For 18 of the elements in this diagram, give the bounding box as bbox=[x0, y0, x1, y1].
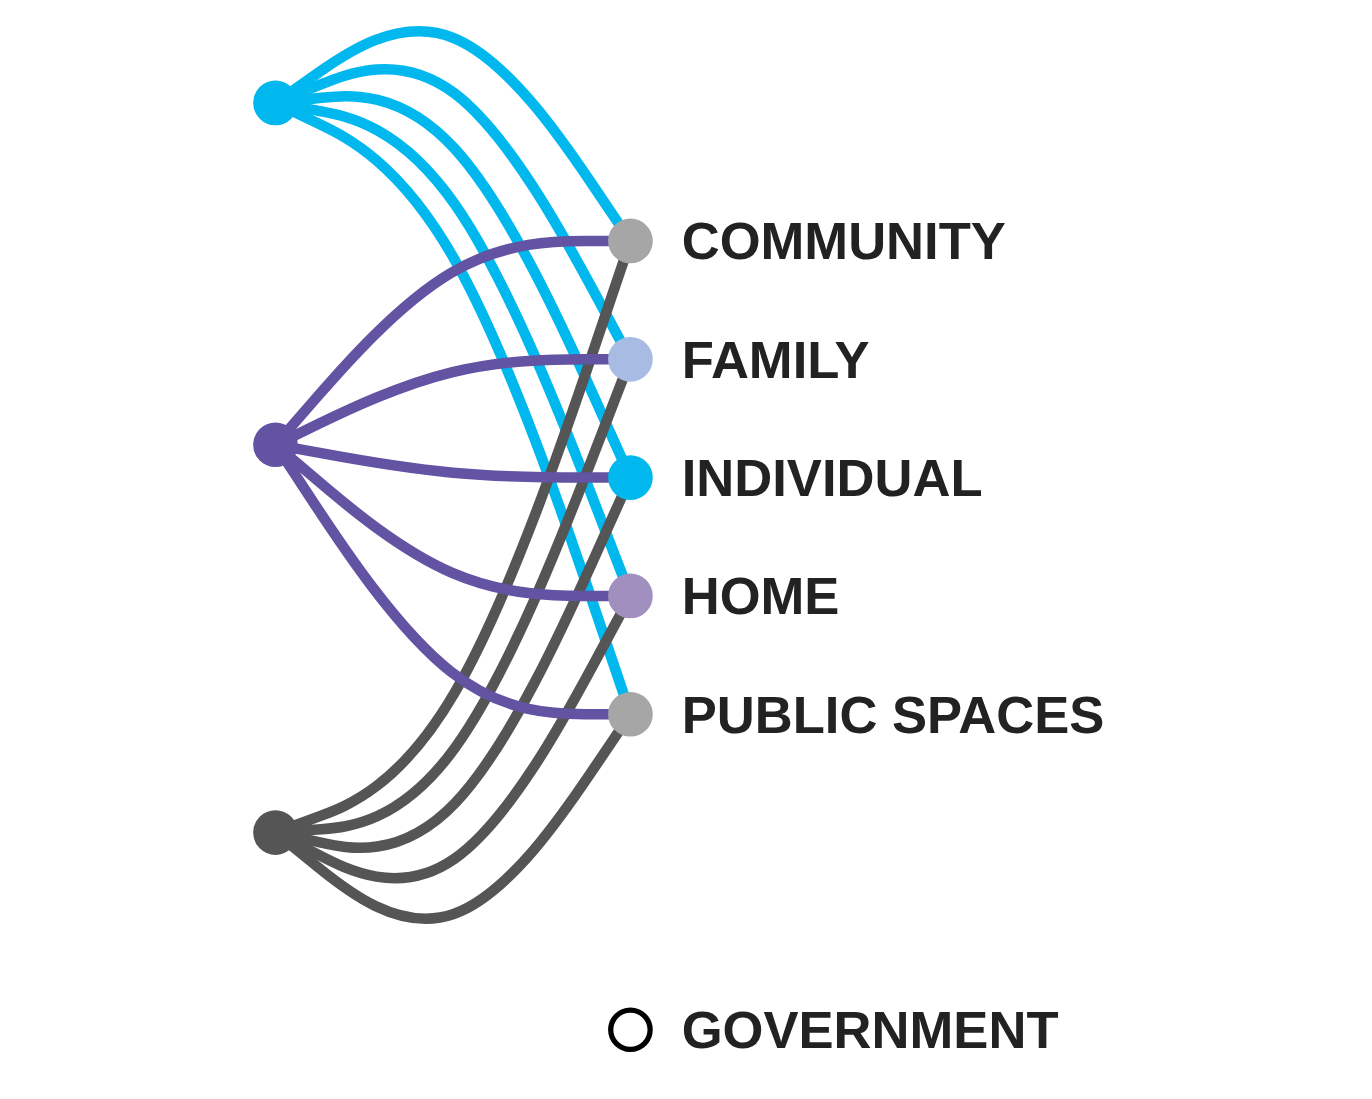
node-caption: GOVERNMENT bbox=[681, 1000, 1059, 1060]
node-circle bbox=[608, 691, 653, 737]
node-circle bbox=[608, 573, 653, 619]
node-circle bbox=[253, 80, 298, 126]
node-caption: FAMILY bbox=[681, 329, 870, 389]
connector bbox=[294, 375, 629, 837]
node-caption: PUBLIC SPACES bbox=[681, 684, 1105, 744]
node-caption: HOME bbox=[681, 566, 840, 626]
node-circle bbox=[253, 422, 298, 468]
node-circle bbox=[608, 336, 653, 382]
node-circle bbox=[253, 810, 298, 855]
node-circle bbox=[608, 218, 653, 264]
connector bbox=[288, 26, 624, 228]
node-caption: COMMUNITY bbox=[681, 211, 1006, 271]
node-circle bbox=[608, 1007, 653, 1053]
connector bbox=[287, 727, 624, 924]
node-circle bbox=[608, 455, 653, 500]
node-caption: INDIVIDUAL bbox=[681, 448, 983, 508]
